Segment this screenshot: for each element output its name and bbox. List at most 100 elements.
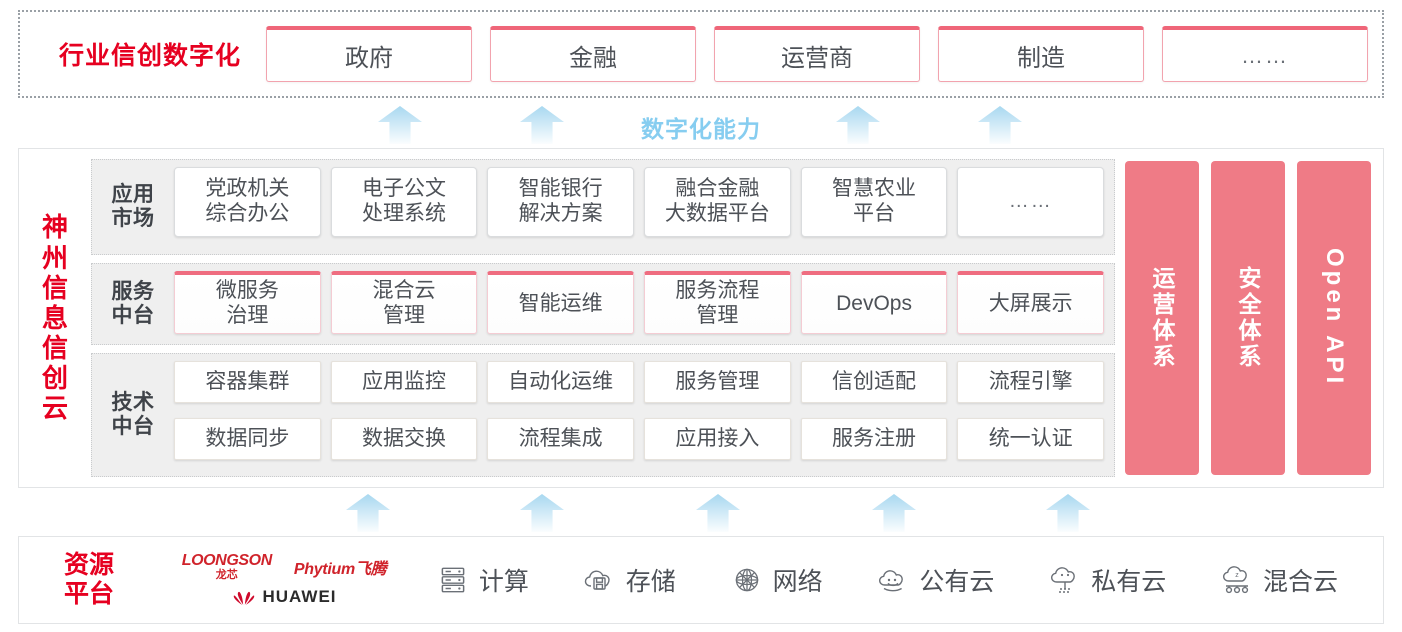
huawei-logo: HUAWEI [232,587,337,607]
tech-platform-card-r1-4[interactable]: 信创适配 [800,361,948,403]
svg-text:z: z [1235,572,1239,579]
industry-card-0[interactable]: 政府 [266,26,472,82]
pillar-1[interactable]: 安全体系 [1211,161,1285,475]
resource-title-line-1: 平台 [63,580,114,608]
industry-card-list: 政府金融运营商制造 …… [266,26,1368,82]
pillar-label: 安全体系 [1235,266,1261,370]
resource-item-0[interactable]: 计算 [436,562,529,598]
tech-platform-cards-row-2: 数据同步数据交换流程集成应用接入服务注册统一认证 [174,418,1105,469]
private-cloud-icon [1048,563,1082,597]
up-arrow-icon [1046,494,1090,532]
resource-section-title: 资源平台 [19,551,159,609]
service-platform-card-2[interactable]: 智能运维 [487,271,635,334]
app-market-card-3[interactable]: 融合金融 大数据平台 [644,167,791,237]
vendor-logo-row-1: LOONGSON 龙芯 Phytium飞腾 [182,553,387,581]
up-arrow-icon [520,494,564,532]
resource-section: 资源平台 LOONGSON 龙芯 Phytium飞腾 [18,536,1384,624]
title-char: 信 [41,272,68,303]
tech-platform-band: 技术 中台 容器集群应用监控自动化运维服务管理信创适配流程引擎 数据同步数据交换… [91,353,1115,477]
resource-item-1[interactable]: 存储 [583,562,676,598]
resource-item-label: 网络 [772,568,823,596]
app-market-band: 应用 市场 党政机关 综合办公电子公文 处理系统智能银行 解决方案融合金融 大数… [91,159,1115,255]
huawei-flower-icon [232,588,256,606]
tech-platform-card-r1-2[interactable]: 自动化运维 [487,361,635,403]
app-market-label: 应用 市场 [111,183,155,230]
title-char: 信 [41,333,68,364]
tech-platform-card-r2-4[interactable]: 服务注册 [800,418,948,460]
pillar-2[interactable]: Open API [1297,161,1371,475]
app-market-card-4[interactable]: 智慧农业 平台 [800,167,948,237]
resource-item-5[interactable]: z 混合云 [1220,562,1338,598]
vendor-logo-row-2: HUAWEI [232,587,337,607]
resource-item-3[interactable]: 公有云 [876,562,994,598]
tech-platform-card-r1-3[interactable]: 服务管理 [644,361,791,403]
huawei-logo-text: HUAWEI [262,587,337,606]
title-char: 创 [41,363,68,394]
phytium-logo: Phytium飞腾 [293,561,387,578]
title-char: 息 [41,302,68,333]
title-char: 神 [41,212,68,243]
cloud-body: 应用 市场 党政机关 综合办公电子公文 处理系统智能银行 解决方案融合金融 大数… [91,159,1371,477]
app-market-card-5[interactable]: …… [957,167,1105,237]
title-char: 云 [41,393,68,424]
resource-arrow-band [0,492,1402,532]
up-arrow-icon [696,494,740,532]
service-platform-card-0[interactable]: 微服务 治理 [174,271,321,334]
server-icon [436,563,470,597]
resource-item-2[interactable]: 网络 [730,562,823,598]
loongson-logo-en: LOONGSON [181,552,273,569]
service-platform-card-3[interactable]: 服务流程 管理 [644,271,791,334]
industry-card-2[interactable]: 运营商 [714,26,920,82]
industry-card-4[interactable]: …… [1162,26,1368,82]
tech-platform-card-r2-1[interactable]: 数据交换 [330,418,478,460]
loongson-logo-cn: 龙芯 [215,569,238,581]
up-arrow-icon [872,494,916,532]
tech-platform-card-r1-1[interactable]: 应用监控 [330,361,478,403]
resource-item-label: 存储 [625,568,676,596]
service-platform-label: 服务 中台 [111,280,155,327]
resource-item-label: 计算 [478,568,529,596]
service-platform-card-4[interactable]: DevOps [800,271,948,334]
cloud-storage-icon [583,563,617,597]
public-cloud-icon [876,563,910,597]
cloud-section: 神州信息信创云 应用 市场 党政机关 综合办公电子公文 处理系统智能银行 解决方… [18,148,1384,488]
tech-platform-card-r2-0[interactable]: 数据同步 [174,418,321,460]
resource-title-line-0: 资源 [63,551,114,579]
resource-item-4[interactable]: 私有云 [1048,562,1166,598]
app-market-card-1[interactable]: 电子公文 处理系统 [330,167,478,237]
tech-platform-card-r2-2[interactable]: 流程集成 [487,418,635,460]
industry-section: 行业信创数字化 政府金融运营商制造…… [18,10,1384,98]
app-market-card-2[interactable]: 智能银行 解决方案 [487,167,635,237]
vendor-logo-group: LOONGSON 龙芯 Phytium飞腾 [159,553,409,607]
capability-label: 数字化能力 [641,116,761,142]
title-char: 州 [41,242,68,273]
resource-item-label: 私有云 [1091,568,1167,596]
industry-card-3[interactable]: 制造 [938,26,1144,82]
tech-platform-card-r2-3[interactable]: 应用接入 [644,418,791,460]
resource-item-label: 公有云 [919,568,995,596]
capability-arrow-band: 数字化能力 [0,104,1402,144]
pillar-0[interactable]: 运营体系 [1125,161,1199,475]
tech-platform-cards: 容器集群应用监控自动化运维服务管理信创适配流程引擎 数据同步数据交换流程集成应用… [174,361,1105,469]
resource-item-label: 混合云 [1263,568,1339,596]
pillar-label: 运营体系 [1149,266,1175,370]
app-market-card-0[interactable]: 党政机关 综合办公 [174,167,321,237]
industry-card-1[interactable]: 金融 [490,26,696,82]
pillar-label: Open API [1321,248,1348,388]
tech-platform-card-r2-5[interactable]: 统一认证 [957,418,1105,460]
service-platform-card-1[interactable]: 混合云 管理 [330,271,478,334]
cloud-section-title: 神州信息信创云 [19,159,91,477]
tech-platform-card-r1-5[interactable]: 流程引擎 [957,361,1105,403]
service-platform-card-5[interactable]: 大屏展示 [957,271,1105,334]
app-market-cards: 党政机关 综合办公电子公文 处理系统智能银行 解决方案融合金融 大数据平台智慧农… [174,167,1105,247]
resource-item-list: 计算 存储 网络 公有云 私有云 z 混合云 [409,562,1383,598]
tech-platform-cards-row-1: 容器集群应用监控自动化运维服务管理信创适配流程引擎 [174,361,1105,412]
tech-platform-card-r1-0[interactable]: 容器集群 [174,361,321,403]
up-arrow-icon [346,494,390,532]
network-mesh-icon [730,563,764,597]
tech-platform-label: 技术 中台 [111,391,155,438]
pillar-list: 运营体系 安全体系 Open API [1125,159,1371,477]
